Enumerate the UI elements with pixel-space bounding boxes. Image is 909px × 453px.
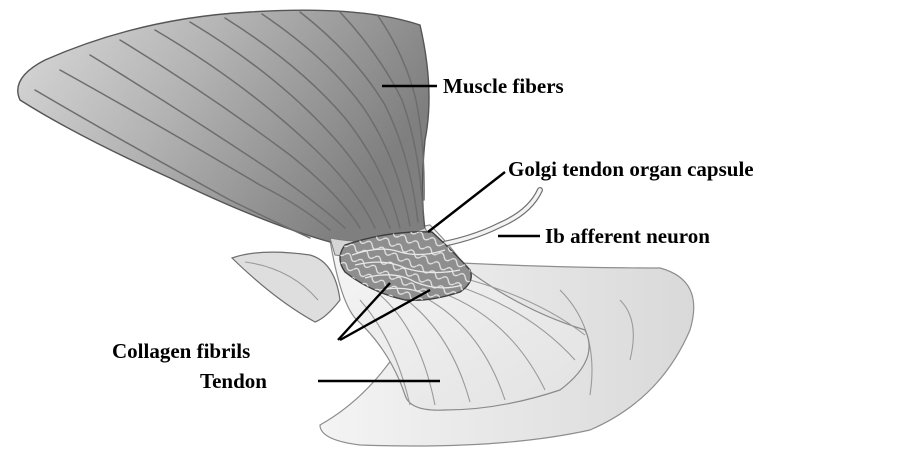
leader-golgi-capsule: [428, 172, 505, 232]
label-golgi-capsule: Golgi tendon organ capsule: [508, 157, 754, 181]
label-ib-afferent: Ib afferent neuron: [545, 224, 710, 248]
side-tissue-flap: [232, 252, 340, 322]
label-tendon: Tendon: [200, 369, 267, 393]
label-muscle-fibers: Muscle fibers: [443, 74, 564, 98]
ib-afferent-nerve: [432, 190, 540, 246]
muscle-belly: [18, 10, 429, 242]
label-collagen-fibrils: Collagen fibrils: [112, 339, 250, 363]
